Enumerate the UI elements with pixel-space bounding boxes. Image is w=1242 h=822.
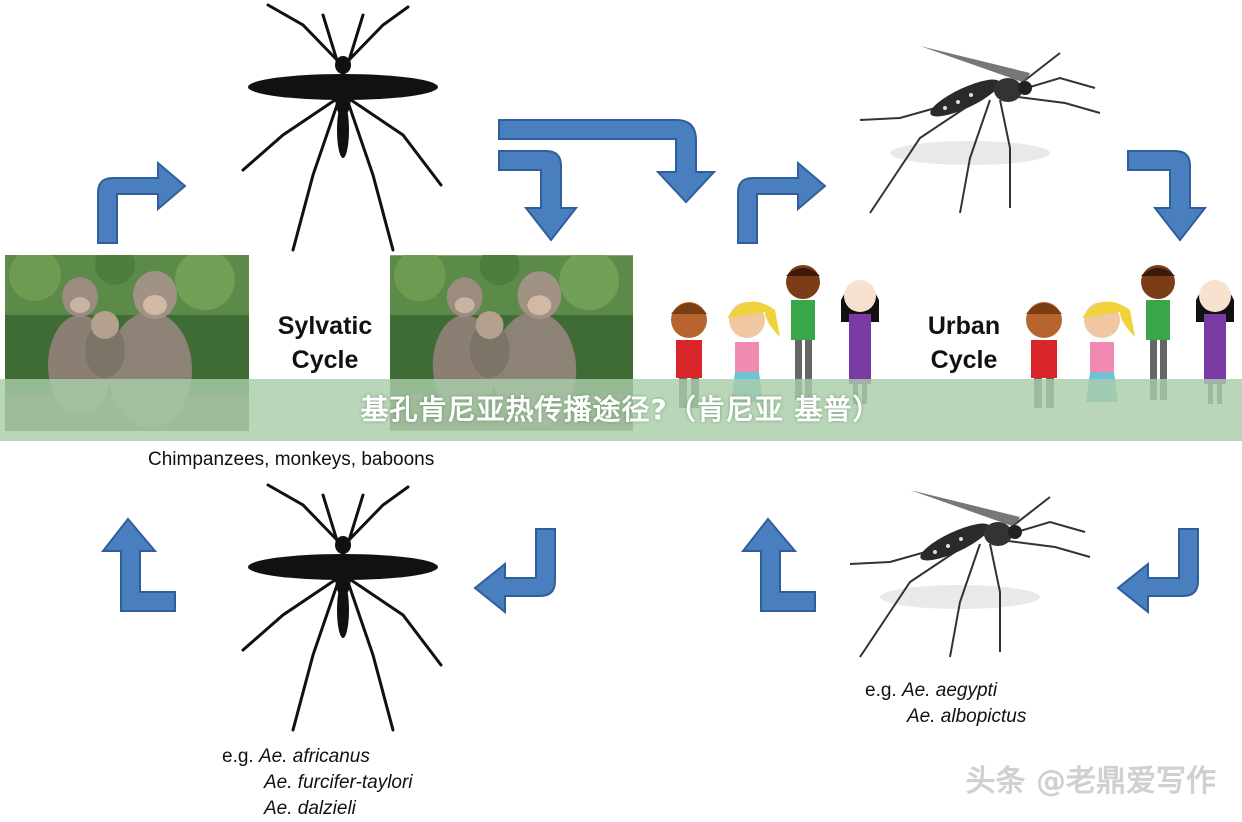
arrow-right-down-urban-icon xyxy=(1127,150,1208,242)
sylvatic-vectors-caption: e.g. Ae. africanus Ae. furcifer-taylori … xyxy=(222,744,413,822)
urban-cycle-label: Urban Cycle xyxy=(900,309,1028,377)
arrow-down-left-urban-icon xyxy=(1116,528,1199,615)
banner-title: 基孔肯尼亚热传播途径?（肯尼亚 基普） xyxy=(360,393,882,426)
sylvatic-cycle-label: Sylvatic Cycle xyxy=(255,309,395,377)
arrow-down-left-sylvatic-icon xyxy=(473,528,556,615)
person-green-shirt xyxy=(1141,265,1175,400)
sylvatic-label-line2: Cycle xyxy=(291,346,359,374)
title-banner xyxy=(0,379,1242,441)
arrow-up-right-sylvatic-icon xyxy=(97,160,187,244)
arrow-up-left-urban-icon xyxy=(740,517,816,612)
hosts-caption: Chimpanzees, monkeys, baboons xyxy=(148,449,435,470)
sylvatic-vector-2: Ae. furcifer-taylori xyxy=(264,772,413,793)
urban-label-line2: Cycle xyxy=(930,346,998,374)
arrow-up-left-sylvatic-icon xyxy=(100,517,176,612)
sylvatic-vector-3: Ae. dalzieli xyxy=(264,798,356,819)
mosquito-silhouette-top-icon xyxy=(241,3,443,252)
sylvatic-vector-1: Ae. africanus xyxy=(258,746,370,767)
urban-vector-1: Ae. aegypti xyxy=(901,680,998,701)
aedes-mosquito-top-icon xyxy=(859,46,1101,214)
arrow-right-down-icon xyxy=(498,150,579,242)
urban-label-line1: Urban xyxy=(927,312,1001,340)
urban-vectors-prefix: e.g. xyxy=(865,680,897,701)
sylvatic-label-line1: Sylvatic xyxy=(277,312,373,340)
urban-vectors-caption: e.g. Ae. aegypti Ae. albopictus xyxy=(865,678,1026,730)
sylvatic-vectors-prefix: e.g. xyxy=(222,746,254,767)
watermark: 头条 @老鼎爱写作 xyxy=(965,764,1216,799)
arrow-up-right-urban-icon xyxy=(737,160,827,244)
urban-vector-2: Ae. albopictus xyxy=(907,706,1027,727)
arrow-long-right-down-icon xyxy=(498,119,717,204)
mosquito-silhouette-bottom-icon xyxy=(241,483,443,732)
person-green-shirt xyxy=(786,265,820,400)
aedes-mosquito-bottom-icon xyxy=(849,490,1091,658)
